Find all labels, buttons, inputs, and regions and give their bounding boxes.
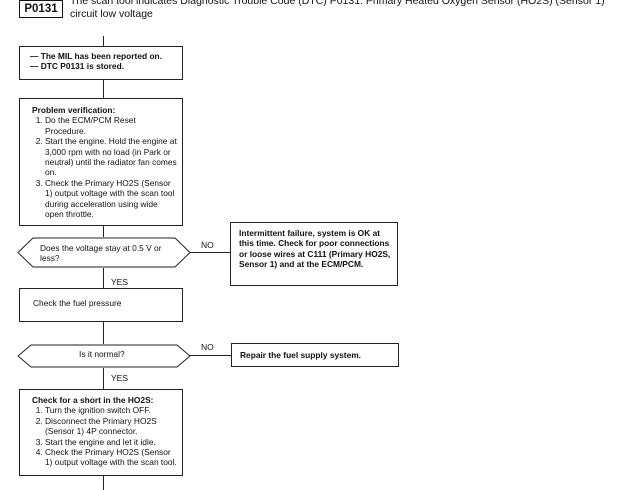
repair-fuel-supply-box: Repair the fuel supply system. [231, 343, 399, 367]
short-check-step: Turn the ignition switch OFF. [45, 405, 178, 415]
decision-voltage-yes-label: YES [111, 277, 129, 287]
connector-line [103, 476, 104, 490]
verification-title: Problem verification: [32, 105, 116, 115]
intermittent-failure-box: Intermittent failure, system is OK at th… [230, 222, 398, 286]
title-line-1: The scan tool indicates Diagnostic Troub… [70, 0, 605, 7]
fuel-pressure-text: Check the fuel pressure [33, 298, 122, 308]
check-short-box: Check for a short in the HO2S: Turn the … [19, 389, 183, 476]
decision-voltage-no-label: NO [201, 240, 214, 250]
connector-line [103, 368, 104, 389]
short-check-step: Check the Primary HO2S (Sensor 1) output… [45, 447, 178, 468]
start-item-dtc: — DTC P0131 is stored. [30, 61, 125, 72]
short-check-step: Start the engine and let it idle. [45, 437, 178, 447]
connector-line [103, 268, 104, 288]
start-condition-box: — The MIL has been reported on. — DTC P0… [19, 46, 183, 80]
connector-line [103, 226, 104, 237]
check-fuel-pressure-box: Check the fuel pressure [19, 288, 183, 322]
repair-text: Repair the fuel supply system. [240, 350, 362, 360]
start-item-mil: — The MIL has been reported on. [30, 51, 163, 61]
flowchart-title: The scan tool indicates Diagnostic Troub… [70, 0, 630, 21]
short-check-title: Check for a short in the HO2S: [32, 395, 154, 405]
decision-normal-no-label: NO [201, 342, 214, 352]
decision-normal-diamond [17, 344, 191, 368]
decision-voltage-diamond [17, 237, 191, 268]
decision-normal-yes-label: YES [111, 373, 129, 383]
short-check-step: Disconnect the Primary HO2S (Sensor 1) 4… [45, 416, 178, 437]
intermittent-text: Intermittent failure, system is OK at th… [239, 228, 391, 270]
verification-step: Start the engine. Hold the engine at 3,0… [45, 136, 178, 178]
connector-line [103, 322, 104, 344]
decision-normal-question: Is it normal? [79, 349, 125, 359]
verification-step: Check the Primary HO2S (Sensor 1) output… [45, 178, 178, 220]
title-line-2: circuit low voltage [70, 8, 153, 20]
connector-line-no [189, 355, 231, 356]
decision-voltage-question: Does the voltage stay at 0.5 V or less? [40, 243, 162, 264]
connector-line [103, 80, 104, 98]
verification-step: Do the ECM/PCM Reset Procedure. [45, 115, 178, 136]
connector-line [103, 36, 104, 46]
problem-verification-box: Problem verification: Do the ECM/PCM Res… [19, 98, 183, 226]
connector-line-no [190, 252, 230, 253]
dtc-code-badge: P0131 [19, 0, 63, 18]
